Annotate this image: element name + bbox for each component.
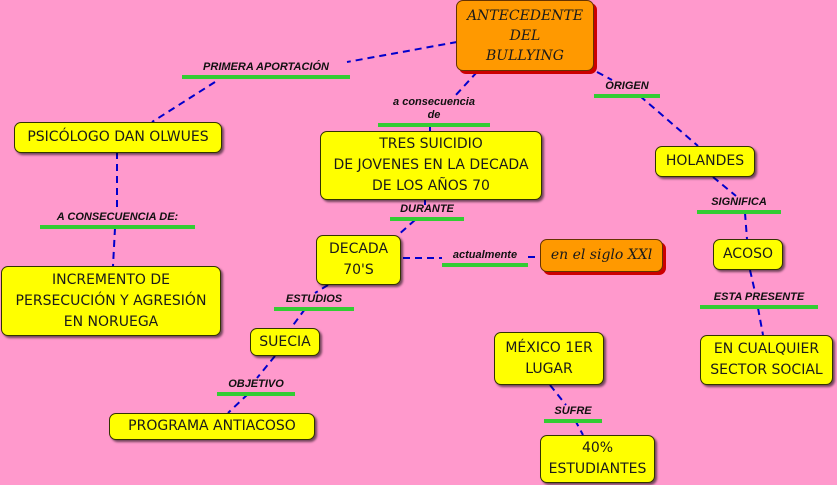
connector-consecuencia-incremento bbox=[112, 227, 116, 267]
link-label-a-consecuencia-de-caps: A CONSECUENCIA DE: bbox=[40, 211, 195, 229]
link-label-actualmente: actualmente bbox=[442, 249, 528, 267]
link-label-primera-aportacion: PRIMERA APORTACIÓN bbox=[182, 61, 350, 79]
link-label-objetivo: OBJETIVO bbox=[217, 378, 295, 396]
connector-objetivo-programa bbox=[227, 393, 249, 414]
connector-origen-holandes bbox=[639, 95, 699, 147]
node-incremento-noruega[interactable]: INCREMENTO DE PERSECUCIÓN Y AGRESIÓN EN … bbox=[1, 266, 221, 336]
connector-durante-decada bbox=[397, 219, 416, 236]
node-psicologo-olwues[interactable]: PSICÓLOGO DAN OLWUES bbox=[14, 122, 222, 153]
node-tres-suicidio[interactable]: TRES SUICIDIO DE JOVENES EN LA DECADA DE… bbox=[320, 131, 542, 200]
connector-main-aconsecuencia bbox=[454, 71, 478, 97]
node-programa-antiacoso[interactable]: PROGRAMA ANTIACOSO bbox=[109, 413, 315, 440]
connector-acoso-estapresente bbox=[749, 269, 756, 293]
main-node-antecedente[interactable]: ANTECEDENTE DEL BULLYING bbox=[456, 0, 594, 71]
connector-primera-olwues bbox=[151, 81, 216, 123]
node-decada-70s[interactable]: DECADA 70'S bbox=[316, 235, 401, 285]
node-siglo-xxi[interactable]: en el siglo XXl bbox=[540, 239, 663, 272]
node-acoso[interactable]: ACOSO bbox=[713, 239, 783, 270]
node-suecia[interactable]: SUECIA bbox=[250, 328, 320, 356]
link-label-esta-presente: ESTA PRESENTE bbox=[700, 291, 818, 309]
connector-estudios-suecia bbox=[290, 308, 306, 329]
connector-decada-estudios bbox=[314, 284, 329, 294]
node-40-estudiantes[interactable]: 40% ESTUDIANTES bbox=[540, 435, 655, 483]
link-label-durante: DURANTE bbox=[390, 203, 464, 221]
node-holandes[interactable]: HOLANDES bbox=[655, 146, 755, 177]
link-label-origen: ORIGEN bbox=[594, 80, 660, 98]
link-label-sufre: SUFRE bbox=[544, 405, 602, 423]
connector-mexico-sufre bbox=[549, 384, 567, 406]
connector-main-origen bbox=[596, 71, 613, 81]
connector-main-primera bbox=[346, 41, 458, 63]
connector-suecia-objetivo bbox=[256, 355, 276, 379]
connector-significa-acoso bbox=[744, 212, 748, 240]
node-sector-social[interactable]: EN CUALQUIER SECTOR SOCIAL bbox=[700, 335, 833, 385]
connector-estapresente-sector bbox=[757, 307, 764, 336]
connector-holandes-significa bbox=[712, 176, 737, 197]
link-label-a-consecuencia-de: a consecuencia de bbox=[378, 96, 490, 127]
link-label-significa: SIGNIFICA bbox=[697, 196, 781, 214]
link-label-estudios: ESTUDIOS bbox=[274, 293, 354, 311]
node-mexico-primer-lugar[interactable]: MÉXICO 1ER LUGAR bbox=[494, 332, 604, 385]
